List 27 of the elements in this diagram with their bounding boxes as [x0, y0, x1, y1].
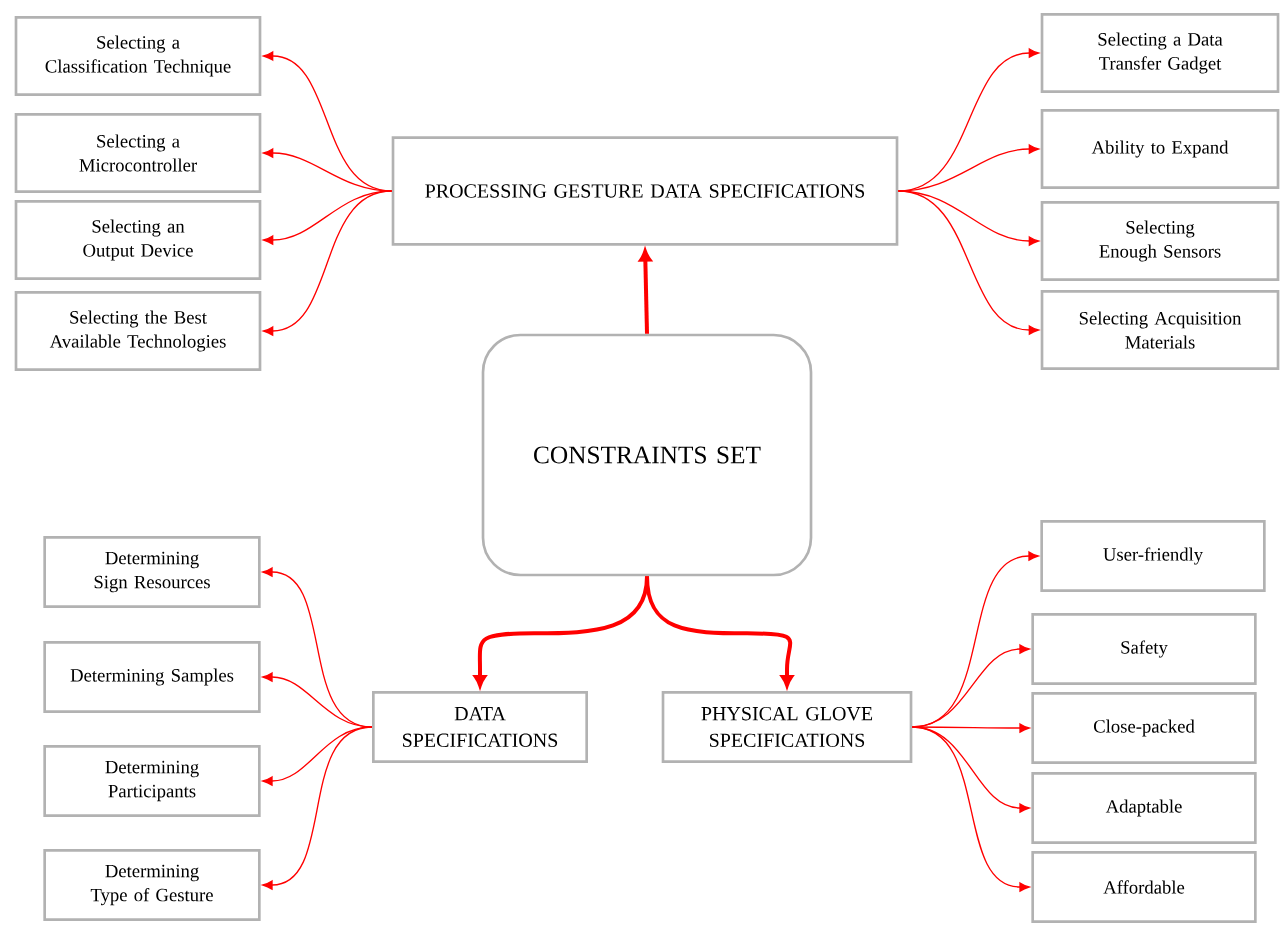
leaf-box: Selecting a Microcontroller	[14, 113, 262, 193]
arrow	[911, 726, 1030, 892]
leaf-box: Safety	[1031, 613, 1257, 685]
leaf-box: Selecting an Output Device	[14, 200, 262, 280]
category-box: PHYSICAL GLOVE SPECIFICATIONS	[661, 691, 913, 763]
leaf-box: Selecting the Best Available Technologies	[14, 291, 262, 371]
leaf-box: Ability to Expand	[1040, 109, 1280, 189]
leaf-box: Close-packed	[1031, 692, 1257, 764]
arrow	[262, 726, 373, 890]
leaf-box: Affordable	[1031, 851, 1257, 923]
category-box: PROCESSING GESTURE DATA SPECIFICATIONS	[391, 136, 899, 246]
arrow	[263, 190, 393, 336]
leaf-box: Selecting Acquisition Materials	[1040, 290, 1280, 370]
leaf-box: User-friendly	[1040, 520, 1266, 592]
category-box: DATA SPECIFICATIONS	[372, 691, 588, 763]
rounded-box: CONSTRAINTS SET	[481, 333, 813, 577]
arrow	[645, 576, 794, 688]
leaf-box: Determining Samples	[43, 641, 261, 713]
leaf-box: Adaptable	[1031, 772, 1257, 844]
leaf-box: Selecting a Data Transfer Gadget	[1040, 13, 1280, 93]
leaf-box: Determining Type of Gesture	[43, 849, 261, 921]
leaf-box: Selecting a Classification Technique	[14, 16, 262, 96]
leaf-box: Determining Participants	[43, 745, 261, 817]
arrow	[262, 672, 373, 728]
leaf-box: Selecting Enough Sensors	[1040, 201, 1280, 281]
leaf-box: Determining Sign Resources	[43, 536, 261, 608]
arrow	[897, 190, 1039, 335]
